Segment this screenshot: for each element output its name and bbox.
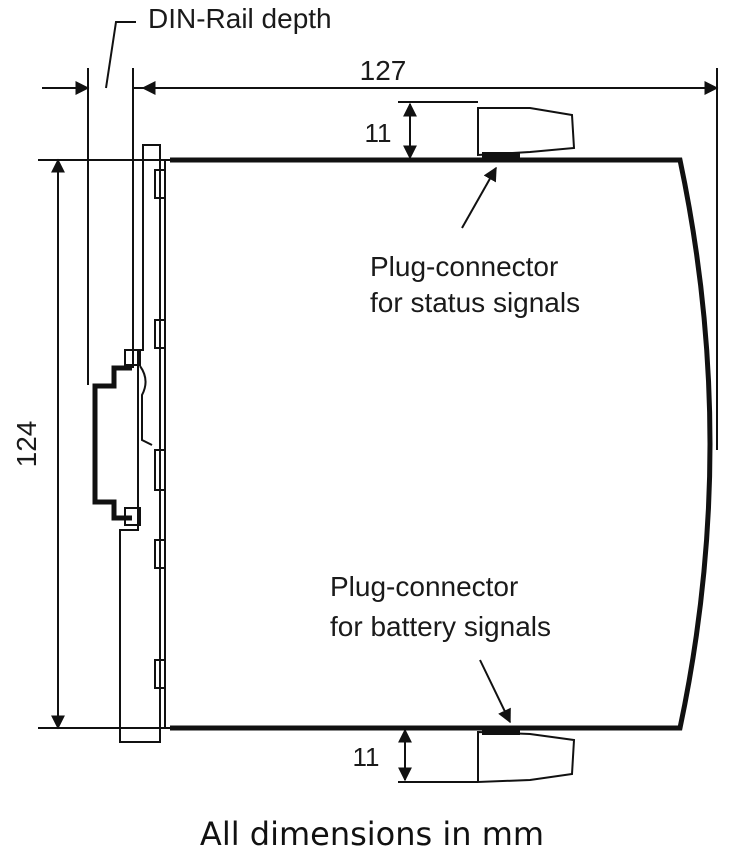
battery-signals-label: Plug-connector for battery signals bbox=[330, 571, 551, 642]
bottom-connector-dimension: 11 bbox=[353, 728, 412, 782]
din-rail-profile bbox=[92, 365, 153, 521]
width-dimension-label: 127 bbox=[360, 55, 407, 86]
height-dimension: 124 bbox=[11, 158, 65, 730]
top-connector-dimension: 11 bbox=[365, 102, 417, 160]
height-dimension-label: 124 bbox=[11, 421, 42, 468]
extension-lines bbox=[38, 68, 718, 783]
footer-note: All dimensions in mm bbox=[200, 815, 544, 853]
device-housing bbox=[164, 157, 713, 731]
status-signals-label: Plug-connector for status signals bbox=[370, 251, 580, 318]
battery-connector bbox=[477, 727, 576, 784]
callout-arrows bbox=[461, 166, 511, 724]
top-connector-dimension-label: 11 bbox=[365, 118, 392, 148]
width-dimension: 127 bbox=[141, 55, 719, 95]
battery-label-line1: Plug-connector bbox=[330, 571, 518, 602]
battery-label-line2: for battery signals bbox=[330, 611, 551, 642]
status-connector bbox=[477, 107, 576, 160]
mounting-base bbox=[119, 144, 166, 743]
din-rail-depth-label: DIN-Rail depth bbox=[148, 3, 332, 34]
status-label-line1: Plug-connector bbox=[370, 251, 558, 282]
status-label-line2: for status signals bbox=[370, 287, 580, 318]
bottom-connector-dimension-label: 11 bbox=[353, 742, 380, 772]
din-rail-depth-dimension: DIN-Rail depth bbox=[42, 3, 332, 95]
